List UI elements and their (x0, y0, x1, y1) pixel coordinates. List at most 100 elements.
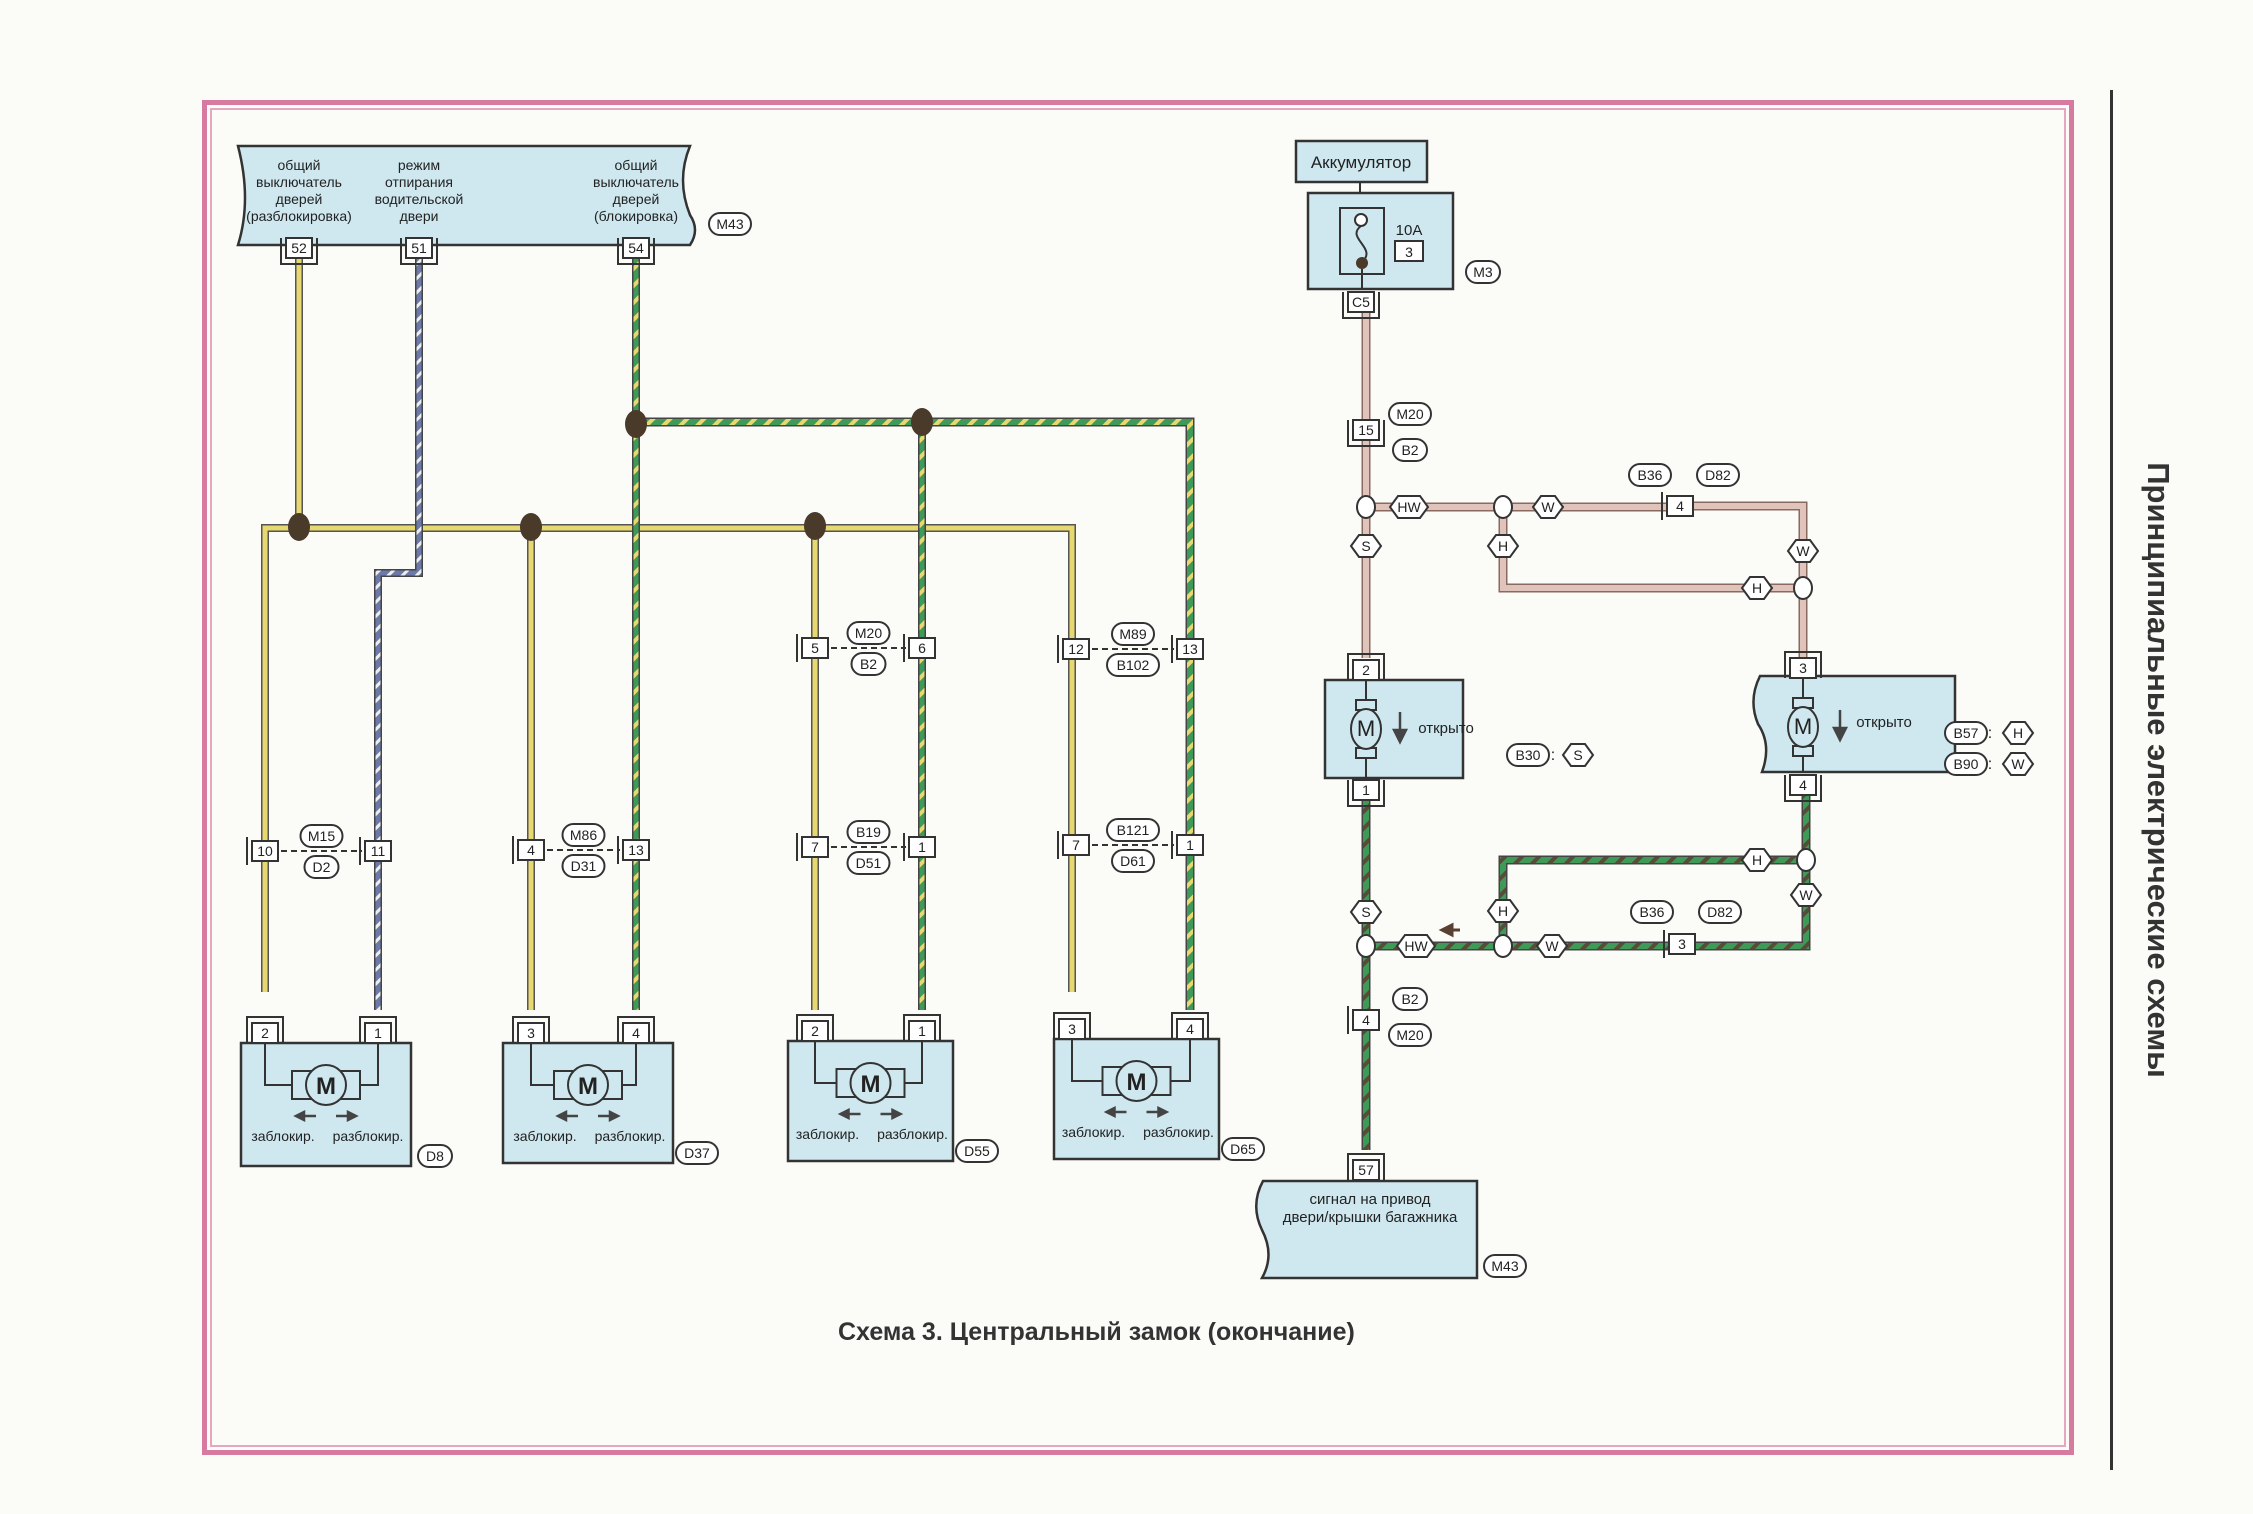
actuator-pin: 1 (1347, 779, 1385, 807)
lock-label: заблокир. (1062, 1124, 1125, 1140)
wires (261, 258, 1811, 1150)
variant-tag-label: W (1799, 887, 1813, 903)
connector-tag: B36 (1630, 900, 1674, 924)
connector-tag-label: D8 (426, 1148, 444, 1164)
actuator-state: открыто (1856, 714, 1912, 731)
variant-tag-label: H (1752, 580, 1762, 596)
variant-tag: HW (1388, 495, 1430, 519)
variant-tag: H (1486, 899, 1520, 923)
variant-tag-label: H (1498, 538, 1508, 554)
motor-icon (567, 1064, 609, 1106)
pin-number: 57 (1358, 1162, 1374, 1178)
pin-number: 6 (918, 640, 926, 656)
connector-tag-label: D61 (1120, 853, 1146, 869)
splice (911, 408, 933, 436)
variant-tag-label: HW (1404, 938, 1428, 954)
actuator-id-tag: B90 (1944, 752, 1988, 776)
actuator-pin: 4 (617, 1016, 655, 1044)
variant-tag: H (1740, 848, 1774, 872)
actuator-pin: 2 (246, 1016, 284, 1044)
arrow-down-icon (1831, 710, 1849, 743)
pin-number: 13 (1182, 641, 1198, 657)
connector-m89-b102-tag-top: M89 (1111, 622, 1155, 646)
switch-pin: 54 (617, 237, 655, 265)
output-label: двери/крышки багажника (1283, 1209, 1458, 1226)
actuator-state: открыто (1418, 720, 1474, 737)
connector-tag-label: B30 (1516, 747, 1541, 763)
pin-number: 4 (1676, 498, 1684, 514)
pin-number: 3 (1799, 660, 1807, 676)
connector-tag-label: D31 (571, 858, 597, 874)
pin-number: 3 (527, 1025, 535, 1041)
connector-tag: M20 (1388, 1023, 1432, 1047)
side-rule (2110, 90, 2113, 1470)
variant-tag: S (1349, 534, 1383, 558)
pin-number: C5 (1352, 294, 1370, 310)
switch-function-label: (разблокировка) (246, 208, 352, 224)
connector-m20-b2-pin-left: 5 (796, 634, 829, 662)
actuator-pin: 1 (903, 1014, 941, 1042)
actuator-id-tag: D65 (1221, 1137, 1265, 1161)
pin-number: 1 (1362, 782, 1370, 798)
lock-label: заблокир. (251, 1128, 314, 1144)
connector-tag-label: D82 (1707, 904, 1733, 920)
switch-connector-tag: M43 (708, 212, 752, 236)
splice-points (288, 408, 933, 541)
wire-pink-h (1498, 507, 1797, 593)
connector-b19-d51-pin-right: 1 (903, 833, 936, 861)
variant-tag: W (1789, 883, 1823, 907)
arrow-left-icon (1438, 922, 1460, 938)
wire-green-bus (636, 417, 1195, 1010)
connector-tag-label: M3 (1473, 264, 1493, 280)
separator: : (1988, 725, 1992, 742)
variant-tag-label: W (1796, 543, 1810, 559)
actuator-pin: 2 (1347, 653, 1385, 681)
pin-number: 51 (411, 240, 427, 256)
switch-function-label: водительской (375, 191, 464, 207)
connector-m15-d2-pin-right: 11 (359, 837, 392, 865)
arrow-down-icon (1391, 712, 1409, 745)
pin-number: 4 (1186, 1021, 1194, 1037)
battery-box (1294, 139, 1429, 184)
variant-tag: S (1561, 743, 1595, 767)
actuator-id-tag: D55 (955, 1139, 999, 1163)
motor-label: M (1794, 714, 1812, 739)
switch-function-label: дверей (613, 191, 660, 207)
connector-b121-d61-pin-left: 7 (1057, 831, 1090, 859)
variant-tag: W (2001, 752, 2035, 776)
motor-icon (1787, 706, 1819, 748)
pin-number: 2 (811, 1023, 819, 1039)
connector-tag-label: B36 (1638, 467, 1663, 483)
pin-number: 4 (632, 1025, 640, 1041)
pin-number: 15 (1358, 422, 1374, 438)
pin-number: 4 (527, 842, 535, 858)
actuator-pin: 3 (1053, 1012, 1091, 1040)
actuator-id-tag: B57 (1944, 721, 1988, 745)
connector-b121-d61-pin-right: 1 (1171, 831, 1204, 859)
pin-number: 1 (374, 1025, 382, 1041)
arrow-right-icon (336, 1109, 359, 1123)
arrow-right-icon (1146, 1105, 1170, 1119)
connector-m15-d2-tag-bottom: D2 (303, 855, 340, 879)
wire-blue-pin51 (374, 258, 423, 1010)
wire-joint (1796, 848, 1816, 872)
switch-block-m43 (236, 144, 697, 247)
variant-tag-label: W (1545, 938, 1559, 954)
motor-icon (305, 1064, 347, 1106)
splice (804, 512, 826, 540)
connector-m89-b102-pin-right: 13 (1171, 635, 1204, 663)
pin-number: 12 (1068, 641, 1084, 657)
wire-green-return-branch (1366, 790, 1811, 951)
splice (520, 513, 542, 541)
arrow-left-icon (837, 1107, 861, 1121)
motor-icon (849, 1062, 892, 1104)
motor-icon (1115, 1060, 1158, 1102)
pin-number: 1 (918, 839, 926, 855)
connector-m86-d31-tag-top: M86 (561, 823, 606, 847)
variant-tag-label: HW (1397, 499, 1421, 515)
connector-b2-m20-bottom-pin: 4 (1347, 1006, 1380, 1034)
pin-number: 5 (811, 640, 819, 656)
connector-tag: B2 (1392, 987, 1428, 1011)
fuse-connector-tag: M3 (1465, 260, 1501, 284)
